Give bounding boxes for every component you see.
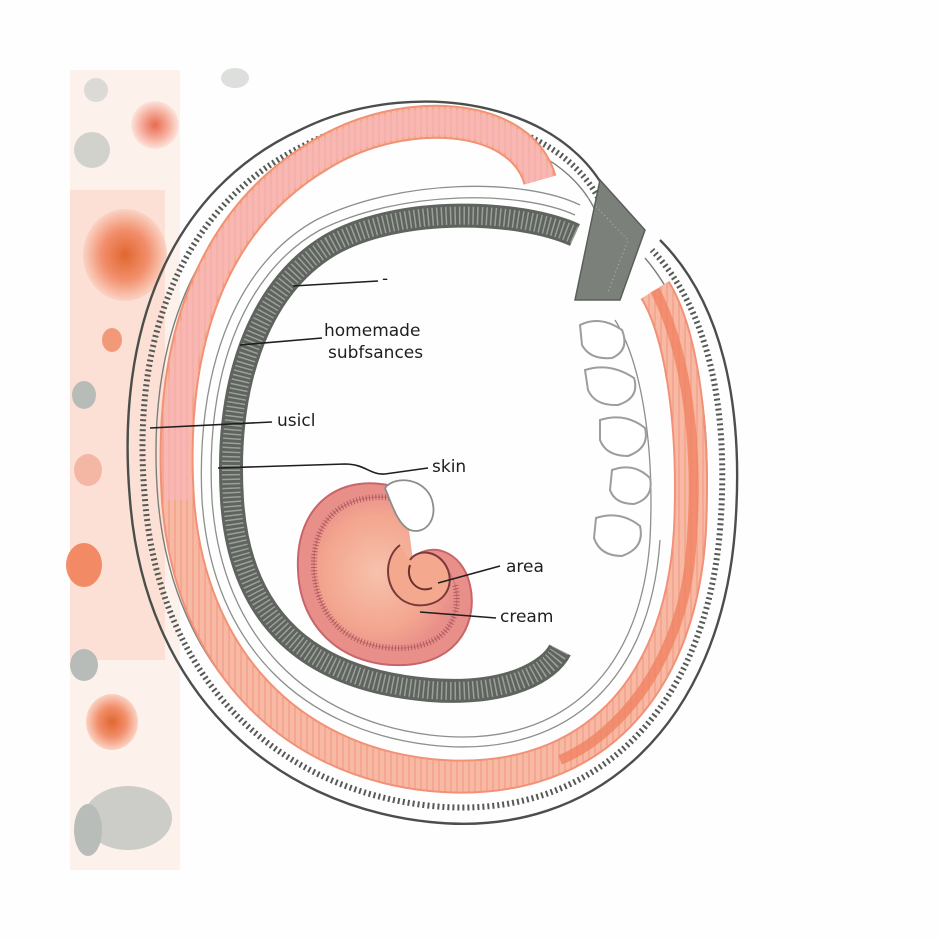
label-cream: cream — [500, 607, 553, 627]
labels: - homemade subfsances usicl skin area cr… — [277, 269, 553, 627]
leader-line-skin — [217, 463, 429, 475]
grey-layer-band — [219, 178, 646, 703]
embryo — [296, 479, 473, 667]
cell-icon — [86, 694, 138, 750]
vesicle-column — [578, 320, 652, 558]
label-top: - — [382, 269, 388, 289]
leader-line-usicl — [149, 421, 273, 429]
leader-line-homemade — [239, 337, 323, 346]
cell-texture-panel — [66, 68, 249, 870]
label-skin: skin — [432, 457, 466, 477]
cell-icon — [131, 101, 179, 149]
leader-line-cream — [419, 611, 497, 619]
leader-line-area — [437, 565, 501, 584]
cell-icon — [83, 209, 167, 301]
leader-line-top — [292, 280, 379, 287]
leader-lines — [149, 280, 501, 619]
label-homemade-line2: subfsances — [328, 343, 423, 363]
label-homemade-line1: homemade — [324, 321, 420, 341]
inner-membrane — [200, 185, 661, 748]
label-area: area — [506, 557, 544, 577]
label-usicl: usicl — [277, 411, 315, 431]
outer-layer-band-right — [558, 287, 699, 765]
